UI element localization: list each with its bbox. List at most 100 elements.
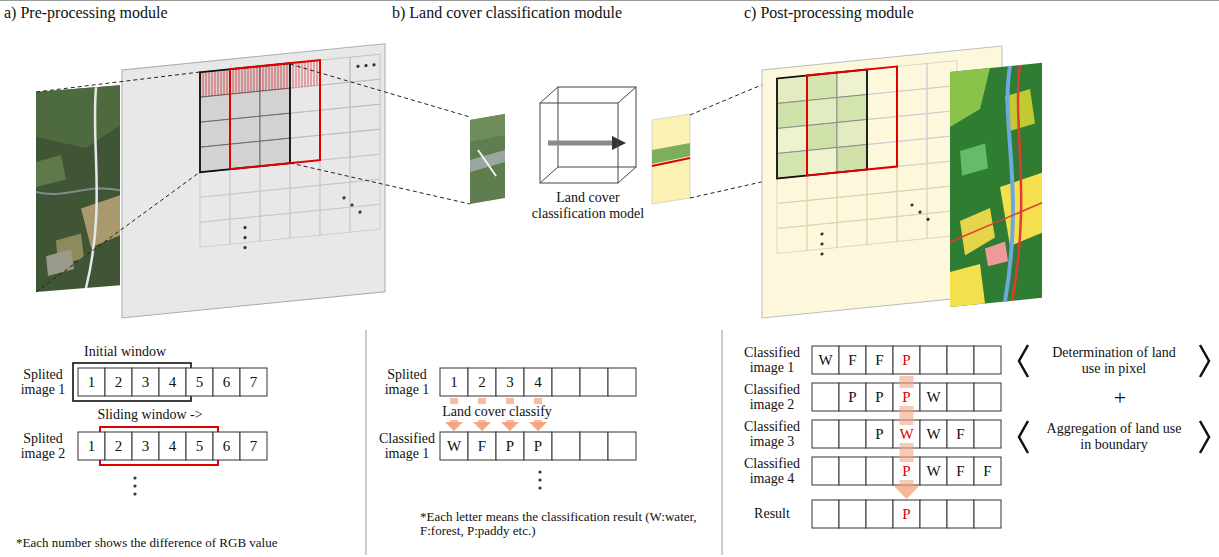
- classified-grid-panel-part-part: [867, 61, 957, 170]
- split-grid-panel-part-part-part: [305, 62, 306, 87]
- row-label: Classified image 3: [736, 419, 808, 449]
- leader-dash: [290, 163, 470, 204]
- split-grid-panel-part-part-part: [230, 91, 260, 119]
- ellipsis-dots-part: [133, 476, 136, 479]
- window-label: Initial window: [65, 344, 185, 359]
- table-cell: [552, 368, 580, 396]
- classified-grid-panel-part-part: [807, 67, 897, 176]
- land-cover-map-part: [950, 68, 990, 127]
- split-grid-panel-part-part-part: [200, 144, 230, 172]
- classified-grid-panel-part-part-part: [807, 148, 837, 176]
- table-cell: [920, 420, 947, 448]
- classified-grid-panel-part-part-part: [807, 123, 837, 151]
- classified-grid-panel-part-part-part: [837, 95, 867, 123]
- cell-value: 6: [213, 432, 240, 460]
- split-grid-panel-part-part-part: [272, 65, 273, 90]
- split-grid-panel-part-part: [230, 60, 320, 169]
- split-grid-panel-part: [243, 226, 246, 230]
- cell-table: [78, 346, 1001, 528]
- satellite-photo-part: [36, 155, 66, 187]
- classified-grid-panel-part-part-part: [777, 126, 807, 154]
- split-grid-panel-part-part-part: [350, 79, 380, 107]
- split-grid-panel-part-part-part: [242, 68, 243, 93]
- cell-value: 1: [440, 368, 468, 396]
- split-grid-panel-part-part-part: [221, 70, 222, 95]
- cell-value: F: [974, 457, 1001, 485]
- cell-value: 5: [186, 368, 213, 396]
- land-cover-map-part: [950, 203, 1042, 242]
- split-grid-panel-part-part-part: [314, 61, 315, 86]
- angle-brackets-part: [1200, 345, 1209, 377]
- table-cell: [947, 383, 974, 411]
- table-cell: [839, 383, 866, 411]
- cell-value: 5: [186, 432, 213, 460]
- ellipsis-dots-part: [133, 484, 136, 487]
- classified-grid-panel-part-part-part: [837, 170, 867, 198]
- aggregation-arrow-part: [900, 376, 914, 487]
- split-grid-panel-part: [358, 210, 361, 214]
- table-cell: [974, 457, 1001, 485]
- satellite-photo-part: [36, 185, 120, 197]
- classified-grid-panel-part-part-part: [837, 145, 867, 173]
- classify-arrows-part-part: [529, 422, 547, 431]
- land-cover-map: [950, 63, 1042, 307]
- row-label: Splited image 2: [12, 431, 74, 461]
- table-cell: [552, 432, 580, 460]
- table-cell: [132, 368, 159, 396]
- cube-outline-part: [540, 87, 636, 183]
- table-cell: [105, 432, 132, 460]
- classified-grid-panel-part-part-part: [807, 223, 837, 251]
- table-cell: [524, 368, 552, 396]
- leader-dash: [290, 64, 470, 117]
- cube-outline-part-part: [618, 87, 636, 103]
- split-grid-panel-part: [243, 236, 246, 240]
- table-cell: [974, 420, 1001, 448]
- module-heading: a) Pre-processing module: [4, 4, 364, 21]
- cube-outline-part-part: [540, 87, 558, 103]
- table-cell: [866, 346, 893, 374]
- split-grid-panel-part-part-part: [311, 61, 312, 86]
- leader-dash: [36, 72, 200, 92]
- cell-value: W: [899, 425, 915, 443]
- cube-outline-part-part: [618, 167, 636, 183]
- table-cell: [866, 383, 893, 411]
- ellipsis-dots-part: [538, 470, 541, 473]
- split-grid-panel-part-part-part: [215, 71, 216, 96]
- leader-dash: [36, 172, 200, 292]
- table-cell: [947, 500, 974, 528]
- table-cell: [839, 346, 866, 374]
- land-cover-map-part: [1012, 65, 1021, 301]
- angle-brackets-part: [1019, 345, 1028, 377]
- split-grid-panel: [122, 44, 385, 318]
- classified-grid-panel-part-part-part: [867, 217, 897, 245]
- cell-value: 1: [78, 368, 105, 396]
- split-grid-panel-part-part-part: [230, 216, 260, 244]
- output-tile: [652, 114, 690, 204]
- table-cell: [893, 500, 920, 528]
- cell-value: 4: [159, 368, 186, 396]
- table-cell: [524, 432, 552, 460]
- land-cover-map-part: [960, 143, 988, 176]
- split-grid-panel-part-part-part: [290, 135, 320, 163]
- split-grid-panel-part-part-part: [350, 129, 380, 157]
- row-label: Result: [736, 506, 808, 521]
- cell-value: P: [893, 346, 920, 374]
- cell-value: P: [524, 432, 552, 460]
- cell-value: 4: [159, 432, 186, 460]
- table-cell: [213, 432, 240, 460]
- satellite-photo-part: [81, 195, 120, 248]
- classified-grid-panel-part-part-part: [807, 173, 837, 201]
- split-grid-panel-part-part-part: [254, 67, 255, 92]
- table-cell: [240, 368, 267, 396]
- split-grid-panel-part-part: [290, 54, 380, 163]
- classified-grid-panel-part-part: [777, 70, 867, 179]
- cell-value: W: [440, 432, 468, 460]
- split-grid-panel-part-part-part: [281, 64, 282, 89]
- input-tile-part: [478, 150, 496, 176]
- cell-value: P: [899, 462, 915, 480]
- classified-grid-panel-part: [918, 210, 921, 214]
- split-grid-panel-part-part-part: [245, 68, 246, 93]
- classified-grid-panel-part-part-part: [897, 114, 927, 142]
- split-grid-panel-part: [372, 63, 375, 67]
